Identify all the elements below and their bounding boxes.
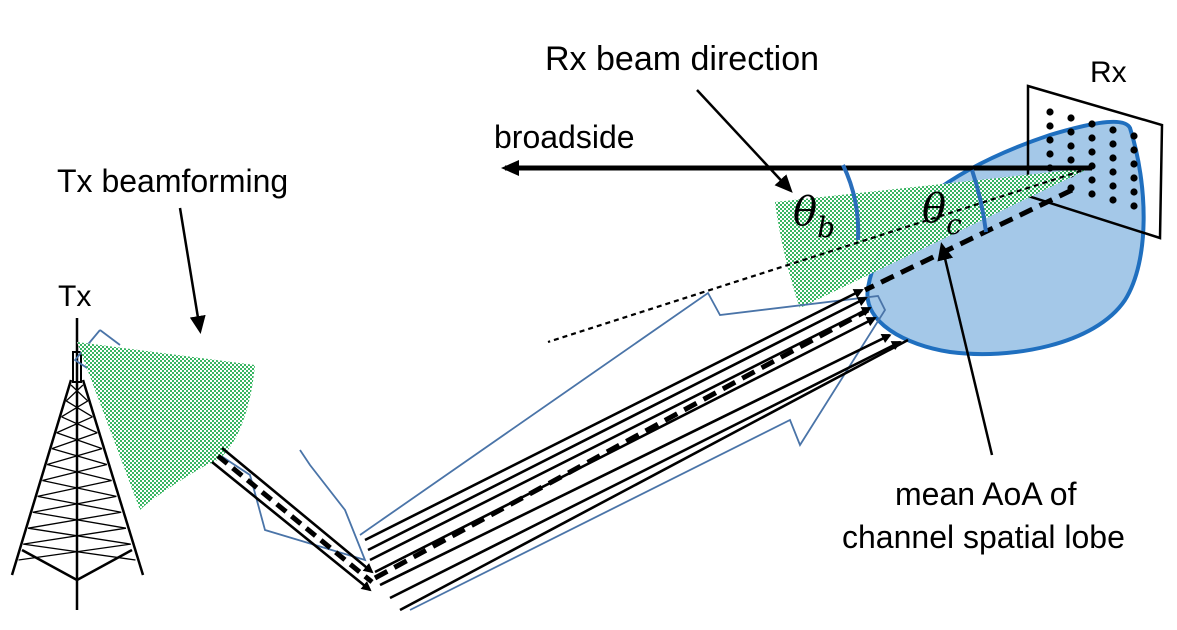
incident-dashed-center: [216, 454, 374, 584]
rx-antenna-element: [1067, 142, 1075, 150]
mean-aoa-pointer: [937, 242, 994, 456]
rx-beam-direction-label: Rx beam direction: [545, 40, 819, 78]
rx-antenna-element: [1046, 136, 1054, 144]
theta-b-label: θb: [793, 189, 835, 244]
mean-aoa-label-line2: channel spatial lobe: [842, 519, 1125, 555]
tower-brace: [51, 432, 98, 450]
tower-brace: [65, 384, 84, 402]
tower-brace: [46, 448, 103, 466]
theta-c-arc: [970, 169, 988, 233]
rx-antenna-element: [1067, 128, 1075, 136]
rx-antenna-element: [1088, 190, 1096, 198]
tower-brace: [27, 527, 131, 545]
rx-beam-direction-line: [547, 166, 1091, 344]
mean-aoa-dashed-line: [863, 187, 1074, 293]
tower-brace: [42, 479, 117, 497]
rx-antenna-element: [1109, 140, 1117, 148]
rx-antenna-element: [1130, 188, 1138, 196]
rx-antenna-element: [1088, 148, 1096, 156]
mean-aoa-label-line1: mean AoA of: [895, 476, 1077, 512]
tower-brace: [51, 448, 108, 466]
rx-antenna-element: [1046, 122, 1054, 130]
theta-c-label: θc: [922, 186, 962, 241]
tower-brace: [32, 495, 117, 513]
tower-brace: [32, 511, 127, 529]
rx-antenna-element: [1088, 176, 1096, 184]
tx-label: Tx: [58, 280, 91, 313]
tower-brace: [27, 511, 122, 529]
rx-antenna-element: [1088, 120, 1096, 128]
rx-antenna-element: [1067, 156, 1075, 164]
tower-brace: [37, 479, 112, 497]
rx-antenna-element: [1109, 182, 1117, 190]
tower-brace: [23, 543, 136, 561]
tower-brace: [37, 495, 122, 513]
tower-brace: [23, 527, 127, 545]
rx-antenna-element: [1130, 160, 1138, 168]
rx-antenna-element: [1109, 154, 1117, 162]
tower-brace: [42, 463, 108, 482]
tower-brace: [56, 432, 103, 450]
tx-tower-icon: [10, 318, 145, 610]
tx-beam-wedge: [77, 342, 255, 510]
reflected-dashed-center: [373, 307, 870, 581]
rx-antenna-element: [1130, 132, 1138, 140]
broadside-label: broadside: [494, 119, 635, 155]
tower-brace: [18, 543, 131, 561]
tower-brace: [70, 384, 89, 402]
tower-brace: [61, 416, 98, 434]
rx-antenna-element: [1088, 134, 1096, 142]
tx-beamforming-label: Tx beamforming: [57, 163, 288, 199]
rx-antenna-element: [1109, 196, 1117, 204]
rx-antenna-element: [1130, 146, 1138, 154]
theta-b-arc: [841, 164, 861, 241]
rx-antenna-element: [1046, 150, 1054, 158]
rx-antenna-element: [1046, 108, 1054, 116]
rx-antenna-element: [1067, 114, 1075, 122]
reflected-ray-bundle: [364, 288, 909, 612]
rx-antenna-element: [1130, 174, 1138, 182]
tower-brace: [61, 400, 89, 418]
tower-brace: [56, 416, 93, 434]
rx-antenna-element: [1130, 202, 1138, 210]
rx-label: Rx: [1090, 56, 1127, 89]
incident-ray-bundle: [211, 446, 374, 592]
tower-brace: [65, 400, 93, 418]
reflected-path-outline: [359, 291, 887, 611]
rx-antenna-element: [1109, 126, 1117, 134]
tower-brace: [46, 463, 112, 482]
rx-antenna-element: [1109, 168, 1117, 176]
rx-beam-direction-pointer: [696, 89, 793, 193]
tx-beamforming-pointer: [178, 207, 206, 334]
